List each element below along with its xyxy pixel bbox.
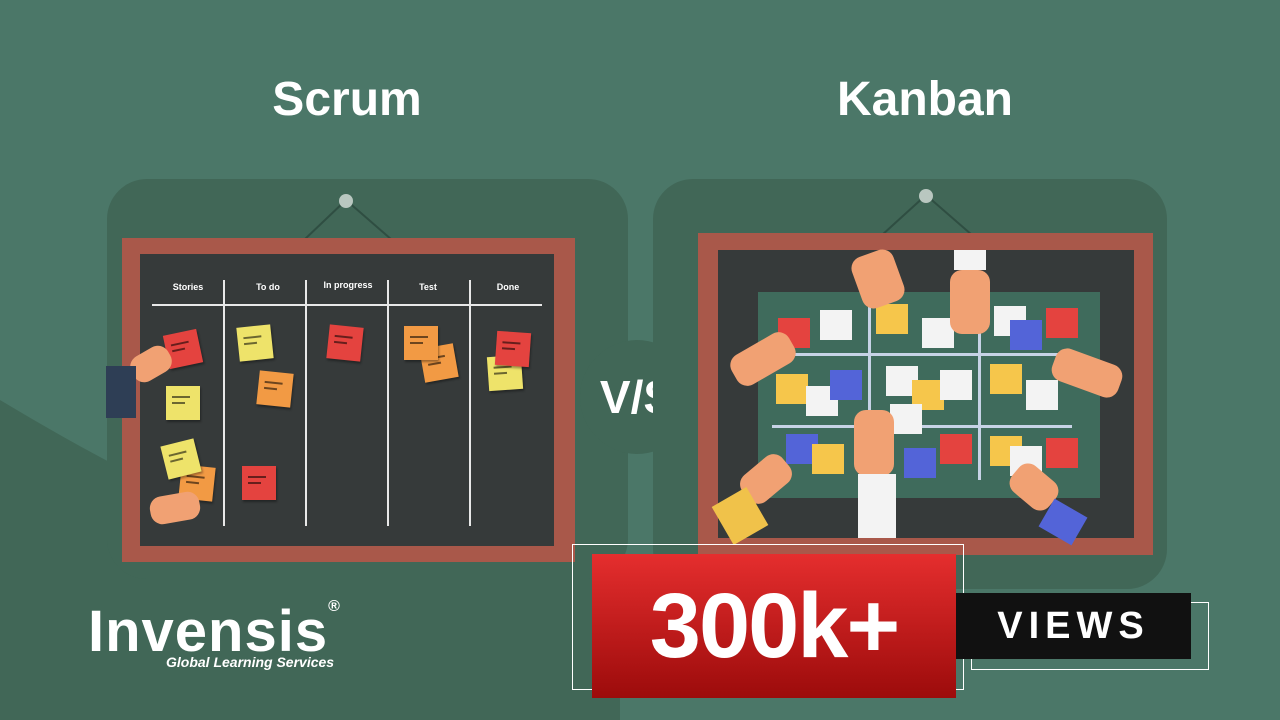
kanban-hanger	[881, 189, 973, 236]
kanban-card	[1026, 380, 1058, 410]
column-stories: Stories	[172, 282, 204, 292]
grid-line-vertical	[868, 300, 871, 480]
sticky-note	[494, 330, 532, 368]
kanban-card	[940, 370, 972, 400]
logo-tagline: Global Learning Services	[166, 654, 335, 670]
scrum-hanger	[303, 194, 393, 241]
grid-line-horizontal	[772, 353, 1072, 356]
sticky-note	[256, 370, 294, 408]
sticky-note	[404, 326, 438, 360]
kanban-card	[1046, 308, 1078, 338]
sticky-note	[242, 466, 276, 500]
sticky-note	[236, 324, 274, 362]
registered-mark: ®	[328, 598, 341, 615]
sticky-note	[166, 386, 200, 420]
scrum-title: Scrum	[272, 73, 422, 126]
hand-illustration	[950, 270, 990, 334]
grid-line-vertical	[978, 300, 981, 480]
kanban-card	[940, 434, 972, 464]
kanban-card	[830, 370, 862, 400]
grid-line-horizontal	[772, 425, 1072, 428]
kanban-card	[876, 304, 908, 334]
kanban-card	[1046, 438, 1078, 468]
sleeve-illustration	[106, 366, 136, 418]
views-count: 300k+	[592, 554, 956, 698]
kanban-title: Kanban	[836, 73, 1013, 126]
hand-illustration	[854, 410, 894, 476]
kanban-card	[990, 364, 1022, 394]
sleeve-illustration	[954, 250, 986, 270]
column-done: Done	[496, 282, 520, 292]
column-divider	[305, 280, 307, 526]
sticky-note	[326, 324, 364, 362]
kanban-card	[922, 318, 954, 348]
kanban-card	[890, 404, 922, 434]
column-divider	[469, 280, 471, 526]
sleeve-illustration	[858, 474, 896, 538]
column-in-progress: In progress	[323, 280, 373, 290]
kanban-card	[776, 374, 808, 404]
kanban-card	[904, 448, 936, 478]
invensis-logo: Invensis®	[88, 598, 341, 665]
header-line	[152, 304, 542, 306]
kanban-card	[812, 444, 844, 474]
logo-name: Invensis	[88, 599, 329, 664]
column-divider	[223, 280, 225, 526]
column-divider	[387, 280, 389, 526]
column-todo: To do	[256, 282, 280, 292]
kanban-card	[1010, 320, 1042, 350]
kanban-card	[820, 310, 852, 340]
scrum-board: Stories To do In progress Test Done	[140, 254, 554, 546]
views-label: VIEWS	[956, 593, 1191, 659]
column-test: Test	[419, 282, 437, 292]
